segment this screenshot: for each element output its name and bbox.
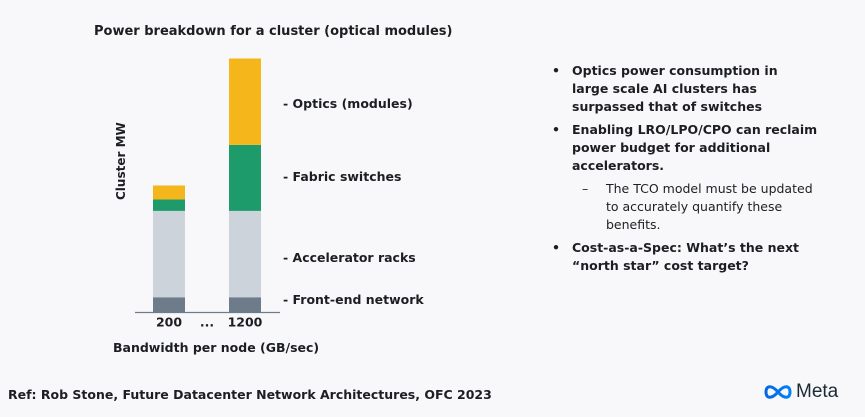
bullet-marker: • xyxy=(552,240,560,255)
x-tick-label: 200 xyxy=(156,315,182,330)
bullet-text: Cost-as-a-Spec: What’s the next “north s… xyxy=(572,240,799,273)
bar-segment-1200-0 xyxy=(229,297,261,313)
x-tick-label: 1200 xyxy=(228,315,263,330)
bar-segment-200-0 xyxy=(153,297,185,313)
meta-logo: Meta xyxy=(763,381,838,403)
x-gap-ellipsis: ... xyxy=(200,315,214,330)
segment-label: - Fabric switches xyxy=(283,169,401,184)
segment-label: - Optics (modules) xyxy=(283,96,413,111)
reference-text: Ref: Rob Stone, Future Datacenter Networ… xyxy=(8,387,492,402)
bar-segment-200-3 xyxy=(153,185,185,200)
bullet-marker: • xyxy=(552,122,560,137)
bullet-item: • Enabling LRO/LPO/CPO can reclaim power … xyxy=(548,121,818,175)
bullet-text: Optics power consumption in large scale … xyxy=(572,63,778,114)
meta-infinity-icon xyxy=(764,385,792,399)
x-axis-label: Bandwidth per node (GB/sec) xyxy=(113,340,320,355)
bullet-item: • Cost-as-a-Spec: What’s the next “north … xyxy=(548,239,818,275)
bar-segment-1200-3 xyxy=(229,58,261,145)
bar-segment-1200-1 xyxy=(229,210,261,298)
bullet-text: Enabling LRO/LPO/CPO can reclaim power b… xyxy=(572,122,818,173)
bullet-item: • Optics power consumption in large scale… xyxy=(548,62,818,116)
meta-logo-text: Meta xyxy=(796,381,839,402)
sub-bullet-item: – The TCO model must be updated to accura… xyxy=(548,180,818,234)
bullet-marker: • xyxy=(552,63,560,78)
bar-segment-1200-2 xyxy=(229,144,261,211)
sub-bullet-marker: – xyxy=(582,181,589,196)
bar-segment-200-1 xyxy=(153,210,185,298)
chart-title: Power breakdown for a cluster (optical m… xyxy=(94,24,453,39)
segment-label: - Accelerator racks xyxy=(283,250,416,265)
bar-segment-200-2 xyxy=(153,199,185,211)
segment-label: - Front-end network xyxy=(283,292,424,307)
bullet-list: • Optics power consumption in large scale… xyxy=(548,62,818,280)
sub-bullet-text: The TCO model must be updated to accurat… xyxy=(606,181,813,232)
